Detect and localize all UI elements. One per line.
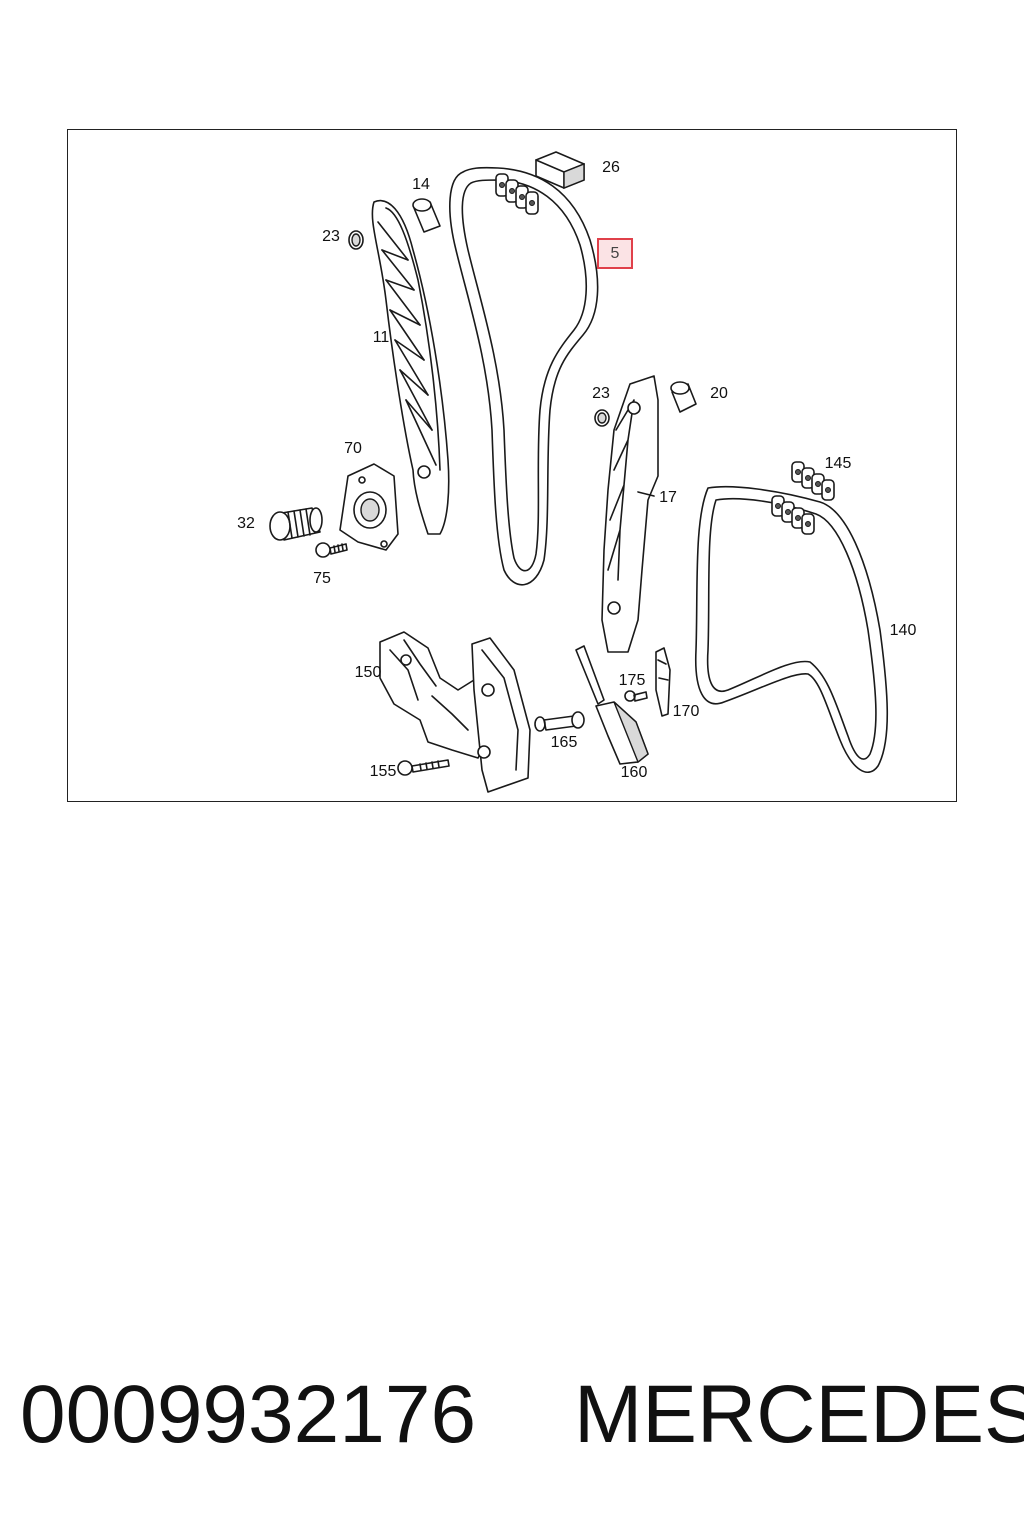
part-label-175[interactable]: 175 xyxy=(618,672,646,689)
pin-165 xyxy=(534,711,585,732)
part-number: 0009932176 xyxy=(20,1369,477,1460)
footer: 0009932176 MERCEDES xyxy=(0,1370,1024,1460)
part-label-23-upper[interactable]: 23 xyxy=(322,228,340,245)
part-label-145[interactable]: 145 xyxy=(824,455,852,472)
tensioner-housing-70 xyxy=(339,463,399,551)
guide-shoe-160 xyxy=(575,645,649,765)
part-label-160[interactable]: 160 xyxy=(620,764,648,781)
part-label-32[interactable]: 32 xyxy=(237,515,255,532)
part-label-17[interactable]: 17 xyxy=(659,489,677,506)
bolt-175 xyxy=(624,690,648,702)
part-label-11[interactable]: 11 xyxy=(372,329,390,346)
part-label-155[interactable]: 155 xyxy=(369,763,397,780)
oil-pump-chain-140 xyxy=(694,485,889,773)
nut-23-upper xyxy=(348,230,364,250)
part-label-5: 5 xyxy=(610,244,620,262)
guide-pin-14 xyxy=(412,198,441,233)
bracket-170 xyxy=(655,647,671,717)
brand-name: MERCEDES xyxy=(574,1369,1024,1460)
diagram-frame: 5 26 14 23 11 23 20 70 145 17 32 75 140 … xyxy=(67,129,957,802)
part-label-20[interactable]: 20 xyxy=(710,385,728,402)
chain-tensioner-32 xyxy=(269,507,323,541)
part-label-26[interactable]: 26 xyxy=(602,159,620,176)
part-label-140[interactable]: 140 xyxy=(889,622,917,639)
guide-rail-17 xyxy=(601,375,659,653)
guide-pin-20 xyxy=(670,381,697,413)
tensioner-lever-150 xyxy=(379,631,531,793)
part-label-70[interactable]: 70 xyxy=(344,440,362,457)
chain-link-145 xyxy=(791,461,835,501)
guide-rail-11 xyxy=(371,199,450,535)
part-label-165[interactable]: 165 xyxy=(550,734,578,751)
highlight-part-5[interactable]: 5 xyxy=(597,238,633,269)
part-label-14[interactable]: 14 xyxy=(412,176,430,193)
part-label-150[interactable]: 150 xyxy=(354,664,382,681)
parts-diagram xyxy=(269,151,889,793)
chain-lock-cap xyxy=(535,151,585,190)
part-label-75[interactable]: 75 xyxy=(313,570,331,587)
part-label-23-lower[interactable]: 23 xyxy=(592,385,610,402)
timing-chain xyxy=(449,166,599,586)
bolt-75 xyxy=(315,542,348,558)
part-label-170[interactable]: 170 xyxy=(672,703,700,720)
bolt-155 xyxy=(397,759,450,776)
nut-23-lower xyxy=(594,409,610,427)
